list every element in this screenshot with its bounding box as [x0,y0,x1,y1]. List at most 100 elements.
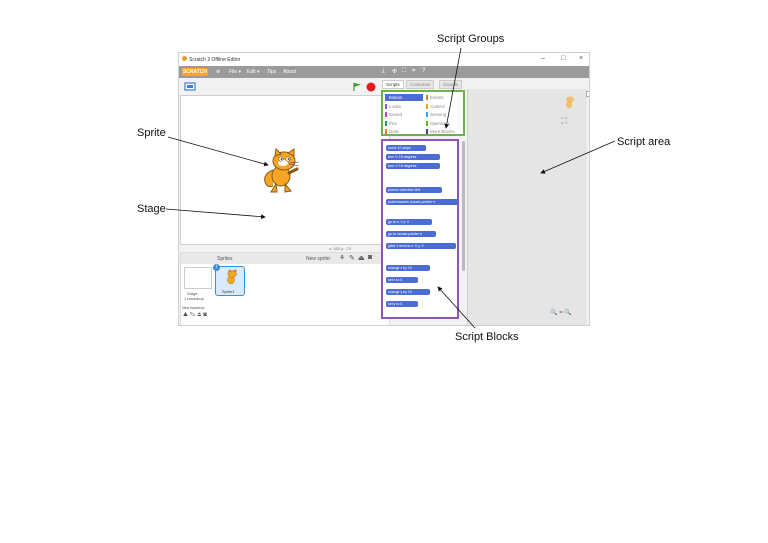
tab-sounds[interactable]: Sounds [439,80,463,89]
cat-sprite[interactable] [259,148,303,194]
sprites-pane: Sprites New sprite: ⚘ ✎ ⏏ ◙ Stage 1 back… [180,252,391,325]
group-color-swatch [426,95,428,100]
tab-scripts[interactable]: Scripts [382,80,404,89]
group-label: Events [430,95,444,100]
new-backdrop-label: New backdrop: [182,306,206,310]
block-1[interactable]: turn ↻ 15 degrees [386,154,440,160]
presentation-mode-icon[interactable] [184,82,196,92]
group-color-swatch [385,112,387,117]
grow-icon[interactable]: ⛶ [402,68,407,74]
block-0[interactable]: move 10 steps [386,145,426,151]
group-color-swatch [426,103,428,109]
backdrop-tools-icon[interactable]: ⛰ ✎ ⏏ ◙ [183,312,207,318]
menu-tips[interactable]: Tips [267,69,277,75]
group-data[interactable]: Data [385,128,423,135]
mouse-coordinates: x: 163 y: -70 [329,246,352,251]
backdrop-count: 1 backdrop [184,296,204,301]
script-groups-label: Script Groups [437,33,505,45]
group-pen[interactable]: Pen [385,120,423,127]
cat-thumb-icon [227,269,237,285]
block-2[interactable]: turn ↺ 15 degrees [386,163,440,169]
upload-sprite-icon[interactable]: ⏏ [358,255,365,262]
group-label: Data [389,129,399,134]
sprite-name: Sprite1 [222,289,235,294]
group-more-blocks[interactable]: More Blocks [426,128,464,135]
group-color-swatch [426,120,428,126]
group-label: Sound [389,112,403,117]
maximize-icon[interactable]: □ [561,55,566,62]
block-9[interactable]: set x to 0 [386,277,418,283]
group-events[interactable]: Events [426,94,464,101]
new-sprite-label: New sprite: [306,256,332,262]
stage-thumb-label: Stage [187,291,198,296]
stage-label: Stage [137,203,166,215]
sprites-title: Sprites [217,256,233,262]
block-7[interactable]: glide 1 secs to x: 0 y: 0 [386,243,456,249]
group-control[interactable]: Control [426,103,464,110]
block-10[interactable]: change y by 10 [386,289,430,295]
menu-bar: SCRATCH ⊕ File ▾ Edit ▾ Tips About ⤓ ✣ ⛶… [179,66,589,78]
group-sensing[interactable]: Sensing [426,111,464,118]
green-flag-icon[interactable] [352,82,362,92]
minimize-icon[interactable]: – [541,55,545,62]
window-title: Scratch 2 Offline Editor [189,57,241,63]
menu-file[interactable]: File ▾ [229,69,241,75]
group-sound[interactable]: Sound [385,111,423,118]
group-color-swatch [385,120,387,126]
block-6[interactable]: go to mouse-pointer ▾ [386,231,436,237]
shrink-icon[interactable]: ⌗ [412,68,416,74]
sprite-label: Sprite [137,127,166,139]
script-blocks-label: Script Blocks [455,331,519,343]
script-area-scroll-icon[interactable] [586,91,589,97]
title-bar: Scratch 2 Offline Editor – □ × [179,53,589,66]
group-label: Looks [389,103,402,109]
group-color-swatch [385,103,387,109]
group-color-swatch [385,95,387,100]
help-icon[interactable]: ? [422,68,426,74]
current-sprite-icon [565,96,574,109]
group-looks[interactable]: Looks [385,103,423,110]
group-motion[interactable]: Motion [385,94,423,101]
stage-thumbnail[interactable] [184,267,212,289]
group-label: Control [430,103,445,109]
group-label: More Blocks [430,129,455,134]
menu-about[interactable]: About [283,69,297,75]
close-icon[interactable]: × [579,55,584,62]
choose-sprite-icon[interactable]: ⚘ [339,255,346,262]
sprite-xy: x: 0 y: 0 [561,115,568,125]
menu-edit[interactable]: Edit ▾ [247,69,260,75]
camera-icon[interactable]: ◙ [368,254,373,261]
editor-tabs: Scripts Costumes Sounds [382,80,466,89]
scratch-logo[interactable]: SCRATCH [182,68,208,76]
script-blocks-panel: move 10 steps turn ↻ 15 degrees turn ↺ 15 … [381,139,459,319]
block-11[interactable]: set y to 0 [386,301,418,307]
block-5[interactable]: go to x: 0 y: 0 [386,219,432,225]
scratch-window: Scratch 2 Offline Editor – □ × SCRATCH ⊕… [178,52,590,326]
block-8[interactable]: change x by 10 [386,265,430,271]
zoom-controls[interactable]: 🔍 = 🔍 [550,310,572,316]
stage[interactable] [180,95,390,245]
group-color-swatch [385,129,387,134]
sprite-thumbnail[interactable]: i Sprite1 [213,264,245,296]
stage-header [180,79,390,95]
script-area[interactable]: x: 0 y: 0 🔍 = 🔍 [467,89,589,325]
info-icon[interactable]: i [213,264,220,271]
block-3[interactable]: point in direction 90▾ [386,187,442,193]
block-4[interactable]: point towards mouse-pointer ▾ [386,199,458,205]
group-color-swatch [426,129,428,134]
duplicate-icon[interactable]: ⤓ [382,68,385,74]
globe-icon[interactable]: ⊕ [216,69,221,75]
sprites-header: Sprites New sprite: ⚘ ✎ ⏏ ◙ [181,253,391,264]
palette-scrollbar[interactable] [462,141,465,271]
stop-icon[interactable] [366,82,376,92]
group-color-swatch [426,112,428,117]
group-label: Motion [389,95,403,100]
group-label: Pen [389,120,398,126]
tab-costumes[interactable]: Costumes [406,80,435,89]
group-operators[interactable]: Operators [426,120,464,127]
script-area-label: Script area [617,136,671,148]
cut-icon[interactable]: ✣ [392,69,398,75]
paint-sprite-icon[interactable]: ✎ [349,255,355,262]
group-label: Operators [430,120,451,126]
